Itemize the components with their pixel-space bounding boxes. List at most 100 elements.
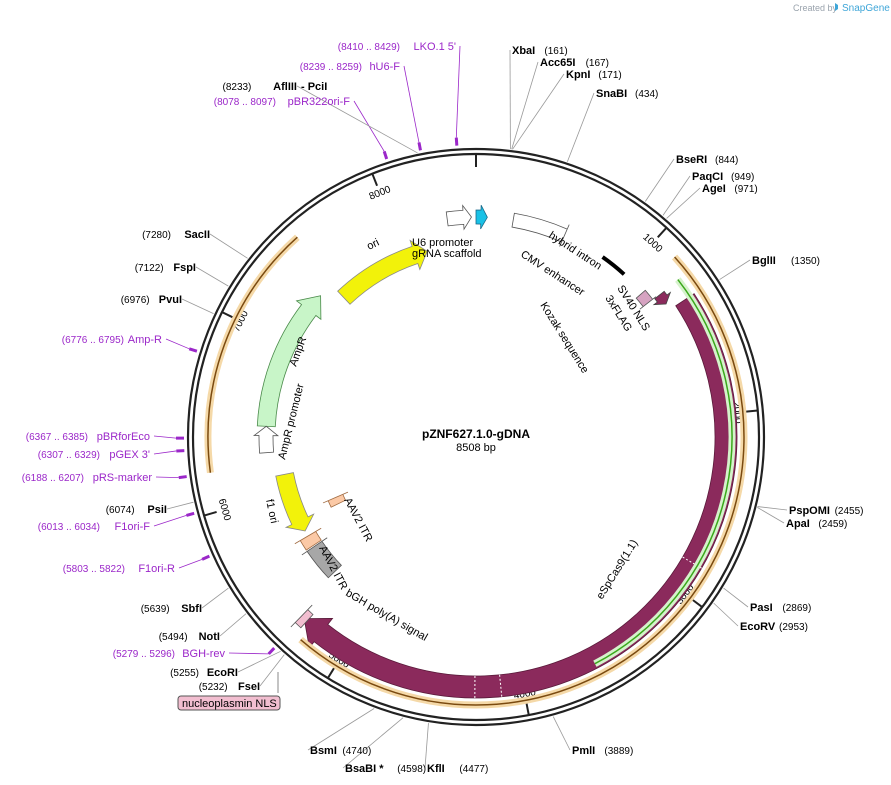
grna-scaffold-arrow bbox=[475, 204, 488, 230]
enzyme-name: FseI bbox=[238, 681, 260, 693]
grna-scaffold-label: gRNA scaffold bbox=[412, 248, 482, 260]
enzyme-name: PmlI bbox=[572, 745, 595, 757]
ori-arrow bbox=[337, 239, 428, 305]
primer-range: (8078 .. 8097) bbox=[214, 97, 276, 108]
enzyme-position: (5255) bbox=[170, 668, 199, 679]
enzyme-leader bbox=[713, 602, 739, 627]
primer-name: pRS-marker bbox=[93, 472, 153, 484]
enzyme-position: (6074) bbox=[106, 505, 135, 516]
f1-ori-arrow bbox=[275, 472, 315, 532]
orf-halo-orange bbox=[298, 254, 748, 709]
enzyme-name: KpnI bbox=[566, 69, 590, 81]
enzyme-name: BsaBI * bbox=[345, 763, 384, 775]
primer-leader bbox=[155, 476, 179, 479]
primer-mark bbox=[178, 475, 187, 480]
primer-range: (6367 .. 6385) bbox=[26, 432, 88, 443]
enzyme-position: (167) bbox=[586, 58, 609, 69]
hybrid-intron-bar bbox=[601, 255, 626, 276]
ruler-tick bbox=[203, 511, 217, 517]
enzyme-name: PspOMI bbox=[789, 505, 830, 517]
enzyme-name: BsmI bbox=[310, 745, 337, 757]
primer-range: (6188 .. 6207) bbox=[22, 473, 84, 484]
primer-name: LKO.1 5' bbox=[414, 41, 456, 53]
ampr-promoter-label: AmpR promoter bbox=[276, 382, 307, 461]
bgh-polya-box bbox=[301, 537, 342, 579]
enzyme-name: SnaBI bbox=[596, 88, 627, 100]
ruler-tick bbox=[657, 227, 668, 239]
backbone-inner bbox=[191, 152, 761, 722]
enzyme-leader bbox=[757, 506, 788, 511]
ori-label: ori bbox=[365, 237, 381, 253]
nucleoplasmin-nls-callout: nucleoplasmin NLS bbox=[177, 672, 281, 711]
kozak-label: Kozak sequence bbox=[537, 300, 590, 375]
primer-mark bbox=[454, 137, 459, 146]
u6-promoter-label: U6 promoter bbox=[412, 237, 473, 249]
primer-leader bbox=[165, 338, 190, 350]
ruler-label: 8000 bbox=[368, 184, 393, 203]
enzyme-position: (6976) bbox=[121, 295, 150, 306]
enzyme-position: (7122) bbox=[135, 263, 164, 274]
enzyme-position: (2455) bbox=[835, 506, 864, 517]
nucleoplasmin-nls-label: nucleoplasmin NLS bbox=[182, 698, 277, 710]
enzyme-name: BglII bbox=[752, 255, 776, 267]
enzyme-leader bbox=[566, 92, 595, 162]
primer-name: Amp-R bbox=[128, 334, 162, 346]
ruler-tick bbox=[691, 598, 703, 608]
enzyme-name: AflIII bbox=[273, 81, 297, 93]
enzyme-name: ApaI bbox=[786, 518, 810, 530]
enzyme-leader bbox=[757, 507, 785, 524]
enzyme-leader bbox=[259, 654, 285, 687]
primer-range: (5279 .. 5296) bbox=[113, 649, 175, 660]
enzyme-leader bbox=[296, 85, 418, 154]
primer-range: (5803 .. 5822) bbox=[63, 564, 125, 575]
backbone-outer bbox=[186, 147, 766, 727]
enzyme-position: (4740) bbox=[342, 746, 371, 757]
enzyme-position: (5232) bbox=[199, 682, 228, 693]
enzyme-leader bbox=[424, 723, 429, 769]
primer-name: pBRforEco bbox=[97, 431, 150, 443]
primer-leader bbox=[153, 515, 187, 527]
enzyme-position: (5639) bbox=[141, 604, 170, 615]
enzyme-position: (8233) bbox=[222, 82, 251, 93]
aav2-itr-box-1 bbox=[322, 491, 349, 508]
primer-range: (6307 .. 6329) bbox=[38, 450, 100, 461]
enzyme-name: Acc65I bbox=[540, 57, 575, 69]
enzyme-leader bbox=[209, 233, 248, 259]
nucleoplasmin-nls-mark bbox=[290, 604, 314, 629]
aav2-itr-box-2 bbox=[294, 527, 322, 551]
enzyme-position: (949) bbox=[731, 172, 754, 183]
enzyme-name: FspI bbox=[173, 262, 196, 274]
enzyme-leader bbox=[195, 266, 229, 287]
enzyme-name: NotI bbox=[199, 631, 220, 643]
enzyme-leader bbox=[307, 708, 375, 751]
enzyme-leader bbox=[662, 175, 691, 216]
primer-mark bbox=[417, 142, 422, 151]
enzyme-leader bbox=[237, 650, 281, 673]
enzyme-name: EcoRI bbox=[207, 667, 238, 679]
ruler-tick bbox=[371, 173, 378, 187]
primer-range: (6013 .. 6034) bbox=[38, 522, 100, 533]
enzyme-leader bbox=[201, 587, 229, 609]
espcas9-arrow bbox=[303, 293, 738, 699]
ruler-tick bbox=[744, 409, 758, 413]
primer-name: F1ori-F bbox=[115, 521, 151, 533]
primer-mark bbox=[201, 554, 211, 561]
enzyme-name: AgeI bbox=[702, 183, 726, 195]
enzyme-position: (171) bbox=[598, 70, 621, 81]
enzyme-position: (971) bbox=[734, 184, 757, 195]
primer-leader bbox=[403, 65, 420, 143]
primer-leader bbox=[153, 450, 177, 455]
enzyme-position: (1350) bbox=[791, 256, 820, 267]
enzyme-position: (4598) bbox=[397, 764, 426, 775]
primer-leader bbox=[178, 559, 203, 569]
enzyme-position: (5494) bbox=[159, 632, 188, 643]
watermark-prefix: Created by bbox=[793, 3, 838, 13]
enzyme-leader bbox=[166, 501, 194, 510]
primer-range: (8239 .. 8259) bbox=[300, 62, 362, 73]
ruler-tick bbox=[525, 702, 530, 716]
enzyme-name: XbaI bbox=[512, 45, 535, 57]
enzyme-leader bbox=[666, 187, 701, 219]
features bbox=[204, 204, 748, 709]
orf-line-orange-left bbox=[207, 236, 298, 473]
ruler-tick bbox=[327, 666, 336, 679]
